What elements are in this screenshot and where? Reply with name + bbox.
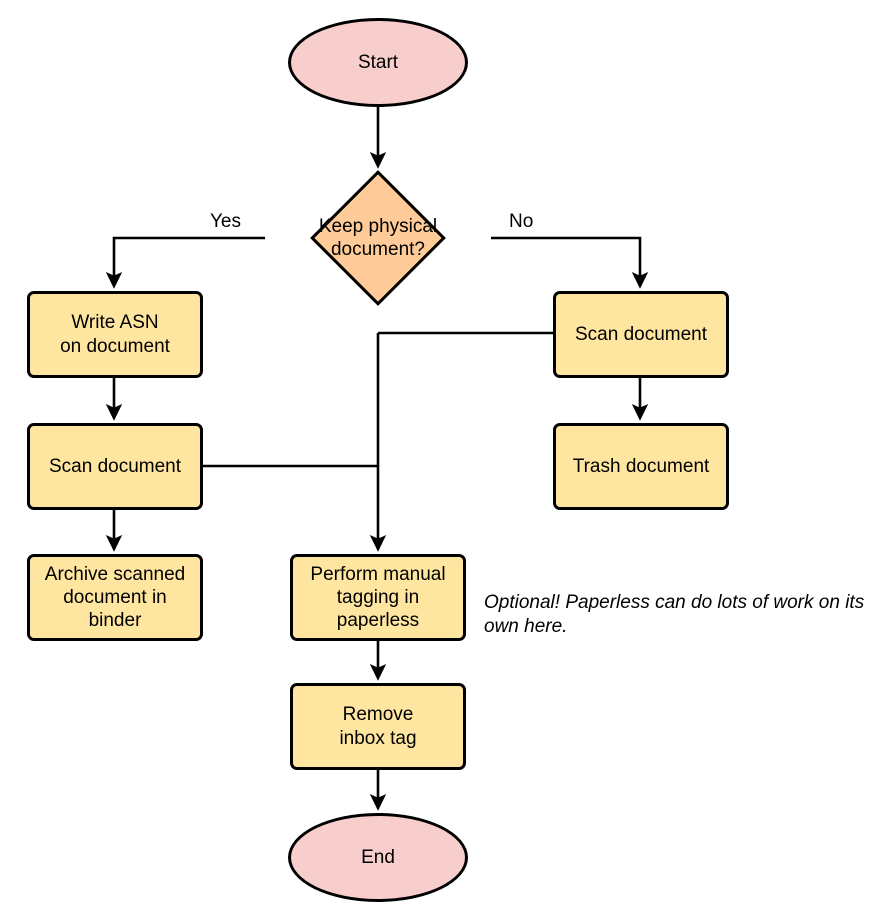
node-perform-manual-tagging[interactable]: Perform manual tagging in paperless — [290, 554, 466, 641]
edge-decision-to-write-asn — [105, 236, 265, 289]
edge-label-no: No — [509, 211, 534, 232]
annotation-optional-note: Optional! Paperless can do lots of work … — [484, 592, 865, 638]
node-remove-inbox-tag[interactable]: Remove inbox tag — [290, 683, 466, 770]
node-archive-scanned-document[interactable]: Archive scanned document in binder — [27, 554, 203, 641]
node-scan-document-right[interactable]: Scan document — [553, 291, 729, 378]
node-write-asn[interactable]: Write ASN on document — [27, 291, 203, 378]
node-trash-document[interactable]: Trash document — [553, 423, 729, 510]
edge-decision-to-scan-right — [491, 236, 649, 289]
edge-label-yes: Yes — [210, 211, 241, 232]
node-scan-document-left[interactable]: Scan document — [27, 423, 203, 510]
node-start[interactable]: Start — [288, 18, 468, 107]
node-decision-label: Keep physical document? — [318, 215, 438, 260]
node-end[interactable]: End — [288, 813, 468, 902]
